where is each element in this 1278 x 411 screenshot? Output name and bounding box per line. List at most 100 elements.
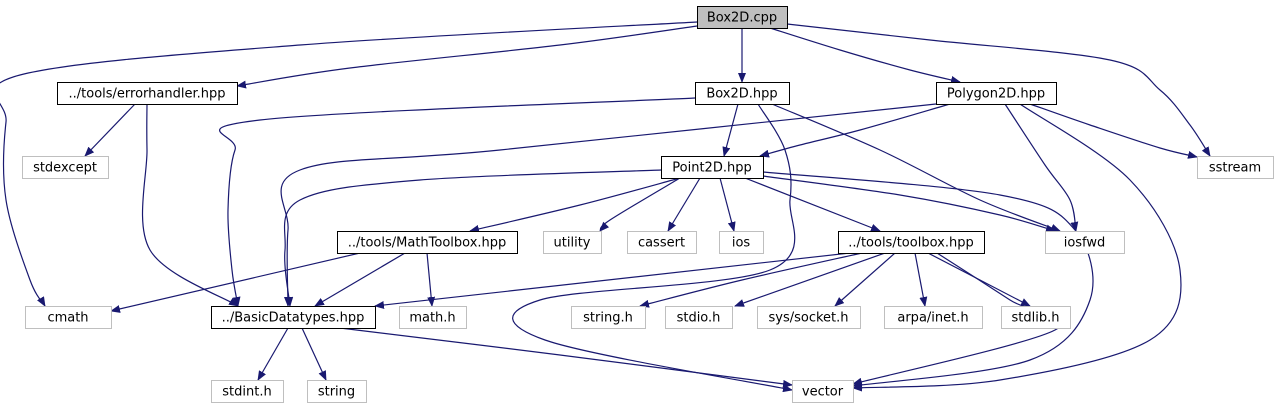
- edge-basicdatatypes-to-stdint_h: [257, 327, 289, 381]
- node-box: [661, 156, 764, 179]
- edge-mathtoolbox-to-math_h: [426, 252, 436, 307]
- edge-point2d-to-utility: [599, 177, 681, 232]
- node-box: [1045, 231, 1125, 254]
- nodes-layer: Box2D.cpp ../tools/errorhandler.hpp Box2D.…: [22, 6, 1274, 403]
- node-box: [792, 380, 854, 403]
- node-polygon2d[interactable]: Polygon2D.hpp: [936, 82, 1057, 105]
- edge-box2d_cpp-to-cmath: [0, 21, 698, 307]
- node-box: [719, 231, 764, 254]
- node-label: ../BasicDatatypes.hpp: [222, 311, 365, 326]
- edge-point2d-to-vector: [762, 171, 1094, 389]
- node-label: cmath: [47, 311, 88, 326]
- node-label: ../tools/toolbox.hpp: [848, 236, 973, 251]
- node-math-h: math.h: [399, 306, 467, 329]
- node-ios: ios: [719, 231, 764, 254]
- node-box: [571, 306, 646, 329]
- node-label: Box2D.hpp: [706, 87, 777, 102]
- edge-toolbox-to-inet_h: [914, 252, 928, 307]
- node-cassert: cassert: [627, 231, 697, 254]
- node-iosfwd: iosfwd: [1045, 231, 1125, 254]
- node-box: [838, 231, 985, 254]
- node-label: string: [318, 385, 355, 400]
- node-label: iosfwd: [1064, 236, 1106, 251]
- edge-point2d-to-ios: [719, 177, 736, 232]
- node-stdint-h: stdint.h: [211, 380, 284, 403]
- node-box: [337, 231, 518, 254]
- node-inet-h: arpa/inet.h: [884, 306, 983, 329]
- node-label: arpa/inet.h: [897, 311, 968, 326]
- node-label: cassert: [638, 236, 685, 251]
- node-box: [697, 6, 788, 29]
- edge-point2d-to-mathtoolbox: [469, 177, 681, 233]
- node-stdio-h: stdio.h: [665, 306, 733, 329]
- edge-mathtoolbox-to-cmath: [110, 252, 361, 313]
- node-label: stdio.h: [677, 311, 721, 326]
- edge-box2d_hpp-to-iosfwd: [771, 103, 1061, 232]
- node-point2d[interactable]: Point2D.hpp: [661, 156, 764, 179]
- node-label: vector: [802, 385, 844, 400]
- edge-toolbox-to-string_h: [639, 252, 863, 308]
- node-label: Box2D.cpp: [707, 11, 777, 26]
- node-label: utility: [554, 236, 591, 251]
- node-label: ../tools/MathToolbox.hpp: [348, 236, 507, 251]
- node-socket-h: sys/socket.h: [757, 306, 861, 329]
- node-label: sstream: [1209, 161, 1261, 176]
- node-box: [22, 156, 109, 179]
- node-string-h: string.h: [571, 306, 646, 329]
- node-errorhandler[interactable]: ../tools/errorhandler.hpp: [57, 82, 238, 105]
- node-box: [307, 380, 367, 403]
- node-box: [665, 306, 733, 329]
- node-vector: vector: [792, 380, 854, 403]
- node-box: [399, 306, 467, 329]
- node-utility: utility: [543, 231, 602, 254]
- node-label: stdlib.h: [1012, 311, 1060, 326]
- edge-basicdatatypes-to-vector: [339, 327, 793, 388]
- node-stdexcept: stdexcept: [22, 156, 109, 179]
- node-label: ios: [732, 236, 751, 251]
- edge-toolbox-to-stdio_h: [734, 252, 886, 307]
- edge-box2d_hpp-to-point2d: [722, 103, 739, 157]
- edge-polygon2d-to-point2d: [759, 103, 951, 158]
- edge-box2d_cpp-to-errorhandler: [236, 25, 698, 89]
- node-box: [1197, 156, 1274, 179]
- node-label: Polygon2D.hpp: [947, 87, 1045, 102]
- node-box2d-cpp[interactable]: Box2D.cpp: [697, 6, 788, 29]
- node-toolbox[interactable]: ../tools/toolbox.hpp: [838, 231, 985, 254]
- node-stdlib-h: stdlib.h: [1001, 306, 1071, 329]
- edge-errorhandler-to-stdexcept: [84, 103, 136, 157]
- node-box: [211, 380, 284, 403]
- node-box: [757, 306, 861, 329]
- node-mathtoolbox[interactable]: ../tools/MathToolbox.hpp: [337, 231, 518, 254]
- node-box: [1001, 306, 1071, 329]
- edge-mathtoolbox-to-basicdatatypes: [314, 252, 406, 307]
- edge-polygon2d-to-sstream: [1029, 103, 1198, 159]
- node-label: string.h: [583, 311, 633, 326]
- node-box: [627, 231, 697, 254]
- node-box: [211, 306, 376, 329]
- edge-point2d-to-cassert: [667, 177, 701, 232]
- node-label: ../tools/errorhandler.hpp: [69, 87, 226, 102]
- edge-point2d-to-iosfwd: [762, 175, 1056, 233]
- edges-layer: [0, 21, 1211, 393]
- edge-box2d_cpp-to-sstream: [786, 23, 1211, 157]
- node-label: stdexcept: [33, 161, 97, 176]
- node-label: sys/socket.h: [768, 311, 848, 326]
- node-box: [57, 82, 238, 105]
- edge-box2d_hpp-to-vector: [512, 103, 796, 393]
- edge-toolbox-to-basicdatatypes: [374, 252, 851, 309]
- node-box2d-hpp[interactable]: Box2D.hpp: [695, 82, 790, 105]
- node-box: [936, 82, 1057, 105]
- node-box: [25, 306, 112, 329]
- node-box: [695, 82, 790, 105]
- edge-box2d_hpp-to-basicdatatypes: [219, 97, 696, 307]
- edge-polygon2d-to-vector: [852, 103, 1182, 392]
- node-label: stdint.h: [222, 385, 271, 400]
- node-string: string: [307, 380, 367, 403]
- edge-polygon2d-to-iosfwd: [1004, 103, 1079, 232]
- edge-basicdatatypes-to-string: [301, 327, 327, 381]
- edge-errorhandler-to-basicdatatypes: [141, 103, 239, 307]
- node-box: [884, 306, 983, 329]
- node-cmath: cmath: [25, 306, 112, 329]
- node-basicdatatypes[interactable]: ../BasicDatatypes.hpp: [211, 306, 376, 329]
